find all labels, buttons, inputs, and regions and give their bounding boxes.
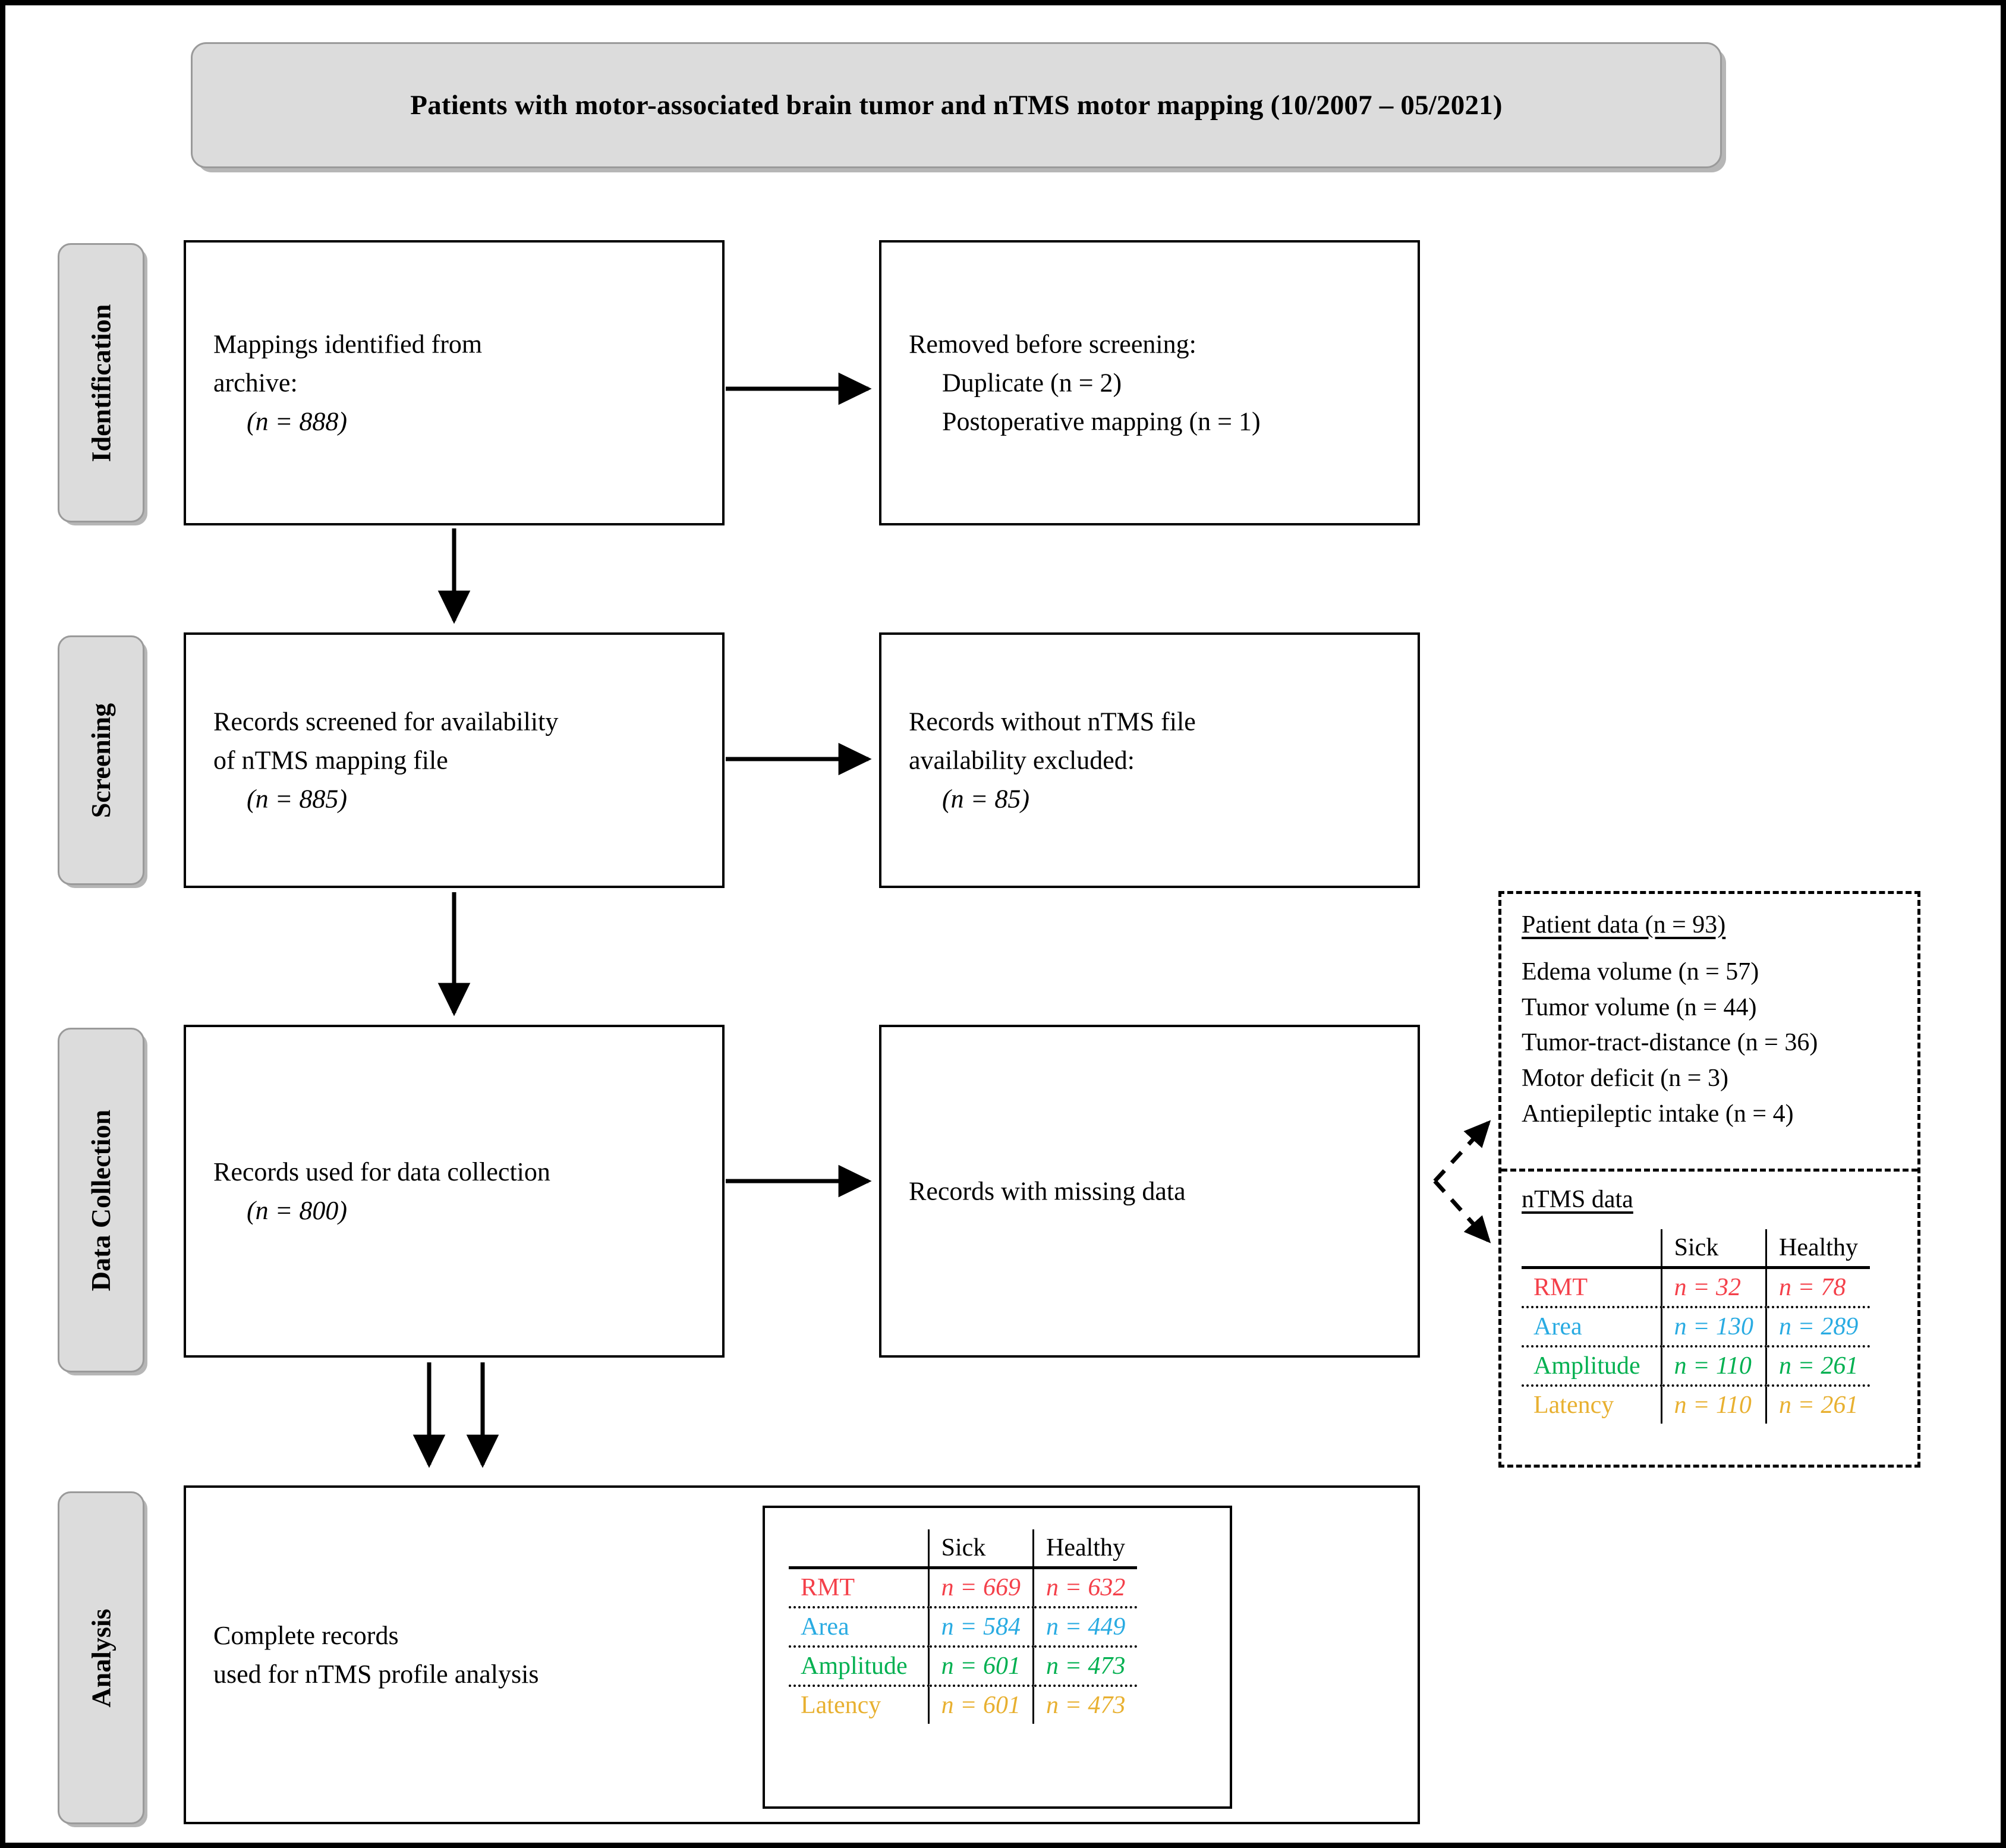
col-sick: Sick [927,1529,1034,1569]
stage-label-data-collection: Data Collection [58,1028,144,1372]
box-records-excluded-line1: Records without nTMS file [909,707,1196,736]
box-removed-postoperative: Postoperative mapping (n = 1) [942,407,1261,436]
ntms-missing-table: Sick Healthy RMT n = 32 n = 78 Area n = … [1522,1229,1870,1424]
table-header-row: Sick Healthy [1522,1229,1870,1269]
table-row: Area n = 130 n = 289 [1522,1307,1870,1348]
box-analysis-text: Complete records used for nTMS profile a… [213,1616,538,1693]
analysis-table-frame: Sick Healthy RMT n = 669 n = 632 Area n … [763,1506,1232,1809]
table-header-row: Sick Healthy [789,1529,1138,1569]
box-records-screened-line2: of nTMS mapping file [213,745,448,775]
col-healthy: Healthy [1032,1529,1138,1569]
box-records-data-collection: Records used for data collection (n = 80… [184,1025,725,1358]
box-data-collection-count: (n = 800) [247,1196,347,1225]
cell-rmt-healthy: n = 632 [1032,1567,1138,1608]
box-removed-duplicate: Duplicate (n = 2) [942,368,1122,398]
box-records-excluded-line2: availability excluded: [909,745,1135,775]
box-mappings-identified-body: Mappings identified from archive: (n = 8… [186,325,722,440]
list-item: Edema volume (n = 57) [1522,958,1759,986]
ntms-data-section: nTMS data Sick Healthy RMT n = 32 n = 78… [1522,1185,1902,1424]
row-metric-area: Area [1522,1307,1662,1348]
box-mappings-identified-line2: archive: [213,368,298,398]
box-removed-before-screening-body: Removed before screening: Duplicate (n =… [881,325,1418,440]
table-row: Latency n = 601 n = 473 [789,1686,1138,1724]
table-row: Area n = 584 n = 449 [789,1607,1138,1648]
stage-label-screening: Screening [58,635,144,885]
cell-amplitude-sick: n = 601 [927,1646,1034,1687]
patient-data-list: Edema volume (n = 57) Tumor volume (n = … [1522,955,1902,1132]
cell-latency-healthy: n = 473 [1032,1686,1138,1724]
table-row: Amplitude n = 601 n = 473 [789,1646,1138,1687]
panel-divider [1501,1169,1917,1172]
ntms-data-heading: nTMS data [1522,1186,1633,1213]
row-metric-amplitude: Amplitude [1522,1346,1662,1387]
col-sick: Sick [1660,1229,1766,1269]
row-metric-latency: Latency [801,1692,881,1719]
row-metric-rmt: RMT [1522,1267,1662,1308]
analysis-results-table: Sick Healthy RMT n = 669 n = 632 Area n … [789,1529,1138,1724]
cell-amplitude-healthy: n = 473 [1032,1646,1138,1687]
patient-data-section: Patient data (n = 93) Edema volume (n = … [1522,911,1902,1132]
list-item: Antiepileptic intake (n = 4) [1522,1100,1794,1128]
box-records-excluded-count: (n = 85) [942,784,1029,814]
row-metric-area: Area [789,1607,929,1648]
box-analysis-line1: Complete records [213,1620,399,1650]
box-missing-data-line1: Records with missing data [909,1176,1186,1206]
patient-data-heading: Patient data (n = 93) [1522,911,1726,939]
stage-label-identification: Identification [58,243,144,522]
cell-latency-sick: n = 110 [1660,1386,1766,1424]
row-metric-amplitude: Amplitude [789,1646,929,1687]
chart-title-text: Patients with motor-associated brain tum… [410,90,1503,121]
stage-label-screening-text: Screening [86,703,116,818]
cell-rmt-sick: n = 32 [1660,1267,1766,1308]
list-item: Tumor volume (n = 44) [1522,993,1757,1021]
box-records-screened: Records screened for availability of nTM… [184,632,725,888]
box-records-missing-data: Records with missing data [879,1025,1420,1358]
table-row: RMT n = 669 n = 632 [789,1567,1138,1608]
cell-latency-healthy: n = 261 [1765,1386,1870,1424]
box-records-screened-count: (n = 885) [247,784,347,814]
row-metric-rmt: RMT [789,1567,929,1608]
box-analysis-line2: used for nTMS profile analysis [213,1660,539,1689]
row-metric-latency: Latency [1533,1391,1614,1419]
cell-area-sick: n = 130 [1660,1307,1766,1348]
list-item: Tumor-tract-distance (n = 36) [1522,1029,1818,1057]
cell-rmt-healthy: n = 78 [1765,1267,1870,1308]
stage-label-identification-text: Identification [86,304,116,462]
stage-label-data-collection-text: Data Collection [86,1109,116,1291]
cell-amplitude-sick: n = 110 [1660,1346,1766,1387]
cell-amplitude-healthy: n = 261 [1765,1346,1870,1387]
box-removed-before-screening: Removed before screening: Duplicate (n =… [879,240,1420,525]
box-mappings-identified-count: (n = 888) [247,407,347,436]
arrow-missing-to-ntms-data [1433,1179,1491,1243]
stage-label-analysis-text: Analysis [86,1608,116,1708]
stage-label-analysis: Analysis [58,1491,144,1824]
box-records-excluded: Records without nTMS file availability e… [879,632,1420,888]
list-item: Motor deficit (n = 3) [1522,1064,1728,1092]
table-row: Latency n = 110 n = 261 [1522,1386,1870,1424]
col-metric [789,1529,929,1569]
cell-area-healthy: n = 449 [1032,1607,1138,1648]
box-mappings-identified-line1: Mappings identified from [213,329,483,359]
col-healthy: Healthy [1765,1229,1870,1269]
box-records-missing-data-body: Records with missing data [881,1172,1418,1210]
box-complete-records-analysis: Complete records used for nTMS profile a… [184,1485,1420,1824]
cell-area-sick: n = 584 [927,1607,1034,1648]
cell-rmt-sick: n = 669 [927,1567,1034,1608]
missing-data-detail-panel: Patient data (n = 93) Edema volume (n = … [1498,891,1920,1468]
box-records-data-collection-body: Records used for data collection (n = 80… [186,1153,722,1230]
table-row: Amplitude n = 110 n = 261 [1522,1346,1870,1387]
box-removed-heading: Removed before screening: [909,329,1196,359]
box-records-screened-line1: Records screened for availability [213,707,559,736]
box-data-collection-line1: Records used for data collection [213,1157,550,1186]
cell-area-healthy: n = 289 [1765,1307,1870,1348]
box-records-excluded-body: Records without nTMS file availability e… [881,702,1418,818]
box-mappings-identified: Mappings identified from archive: (n = 8… [184,240,725,525]
chart-title-banner: Patients with motor-associated brain tum… [191,42,1722,168]
box-records-screened-body: Records screened for availability of nTM… [186,702,722,818]
cell-latency-sick: n = 601 [927,1686,1034,1724]
col-metric [1522,1229,1662,1269]
table-row: RMT n = 32 n = 78 [1522,1267,1870,1308]
arrow-missing-to-patient-data [1433,1120,1491,1183]
